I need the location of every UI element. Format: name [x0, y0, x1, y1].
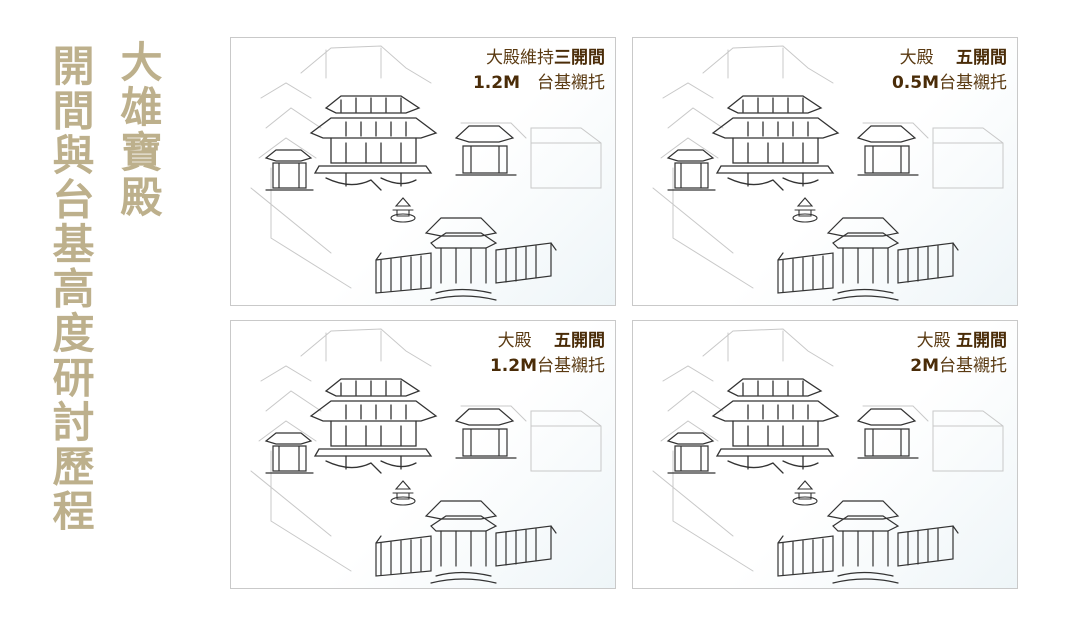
- panel-caption: 大殿 五開間 0.5M台基襯托: [892, 46, 1007, 96]
- sketch-panel-2: 大殿 五開間 0.5M台基襯托: [632, 37, 1018, 306]
- caption-platform-height: 2M: [910, 356, 939, 376]
- caption-text: 台基襯托: [939, 356, 1007, 376]
- caption-platform-height: 1.2M: [472, 73, 520, 93]
- caption-platform-height: 1.2M: [489, 356, 537, 376]
- caption-bay-count: 五開間: [956, 48, 1007, 68]
- caption-text: 大殿: [497, 331, 554, 351]
- caption-text: 台基襯托: [939, 73, 1007, 93]
- panel-caption: 大殿 五開間 2M台基襯托: [910, 329, 1007, 379]
- panel-caption: 大殿 五開間 1.2M台基襯托: [490, 329, 605, 379]
- caption-bay-count: 五開間: [956, 331, 1007, 351]
- subtitle: 大雄寶殿: [114, 40, 163, 220]
- caption-text: 大殿: [916, 331, 956, 351]
- caption-bay-count: 三開間: [554, 48, 605, 68]
- caption-text: 大殿: [899, 48, 956, 68]
- main-title: 開間與台基高度研討歷程: [46, 44, 95, 534]
- sketch-panel-4: 大殿 五開間 2M台基襯托: [632, 320, 1018, 589]
- caption-text: 台基襯托: [537, 356, 605, 376]
- caption-bay-count: 五開間: [554, 331, 605, 351]
- caption-platform-height: 0.5M: [891, 73, 939, 93]
- sketch-panel-1: 大殿維持三開間 1.2M 台基襯托: [230, 37, 616, 306]
- caption-text: 大殿維持: [486, 48, 554, 68]
- panel-caption: 大殿維持三開間 1.2M 台基襯托: [473, 46, 605, 96]
- sketch-panel-3: 大殿 五開間 1.2M台基襯托: [230, 320, 616, 589]
- caption-text: 台基襯托: [520, 73, 605, 93]
